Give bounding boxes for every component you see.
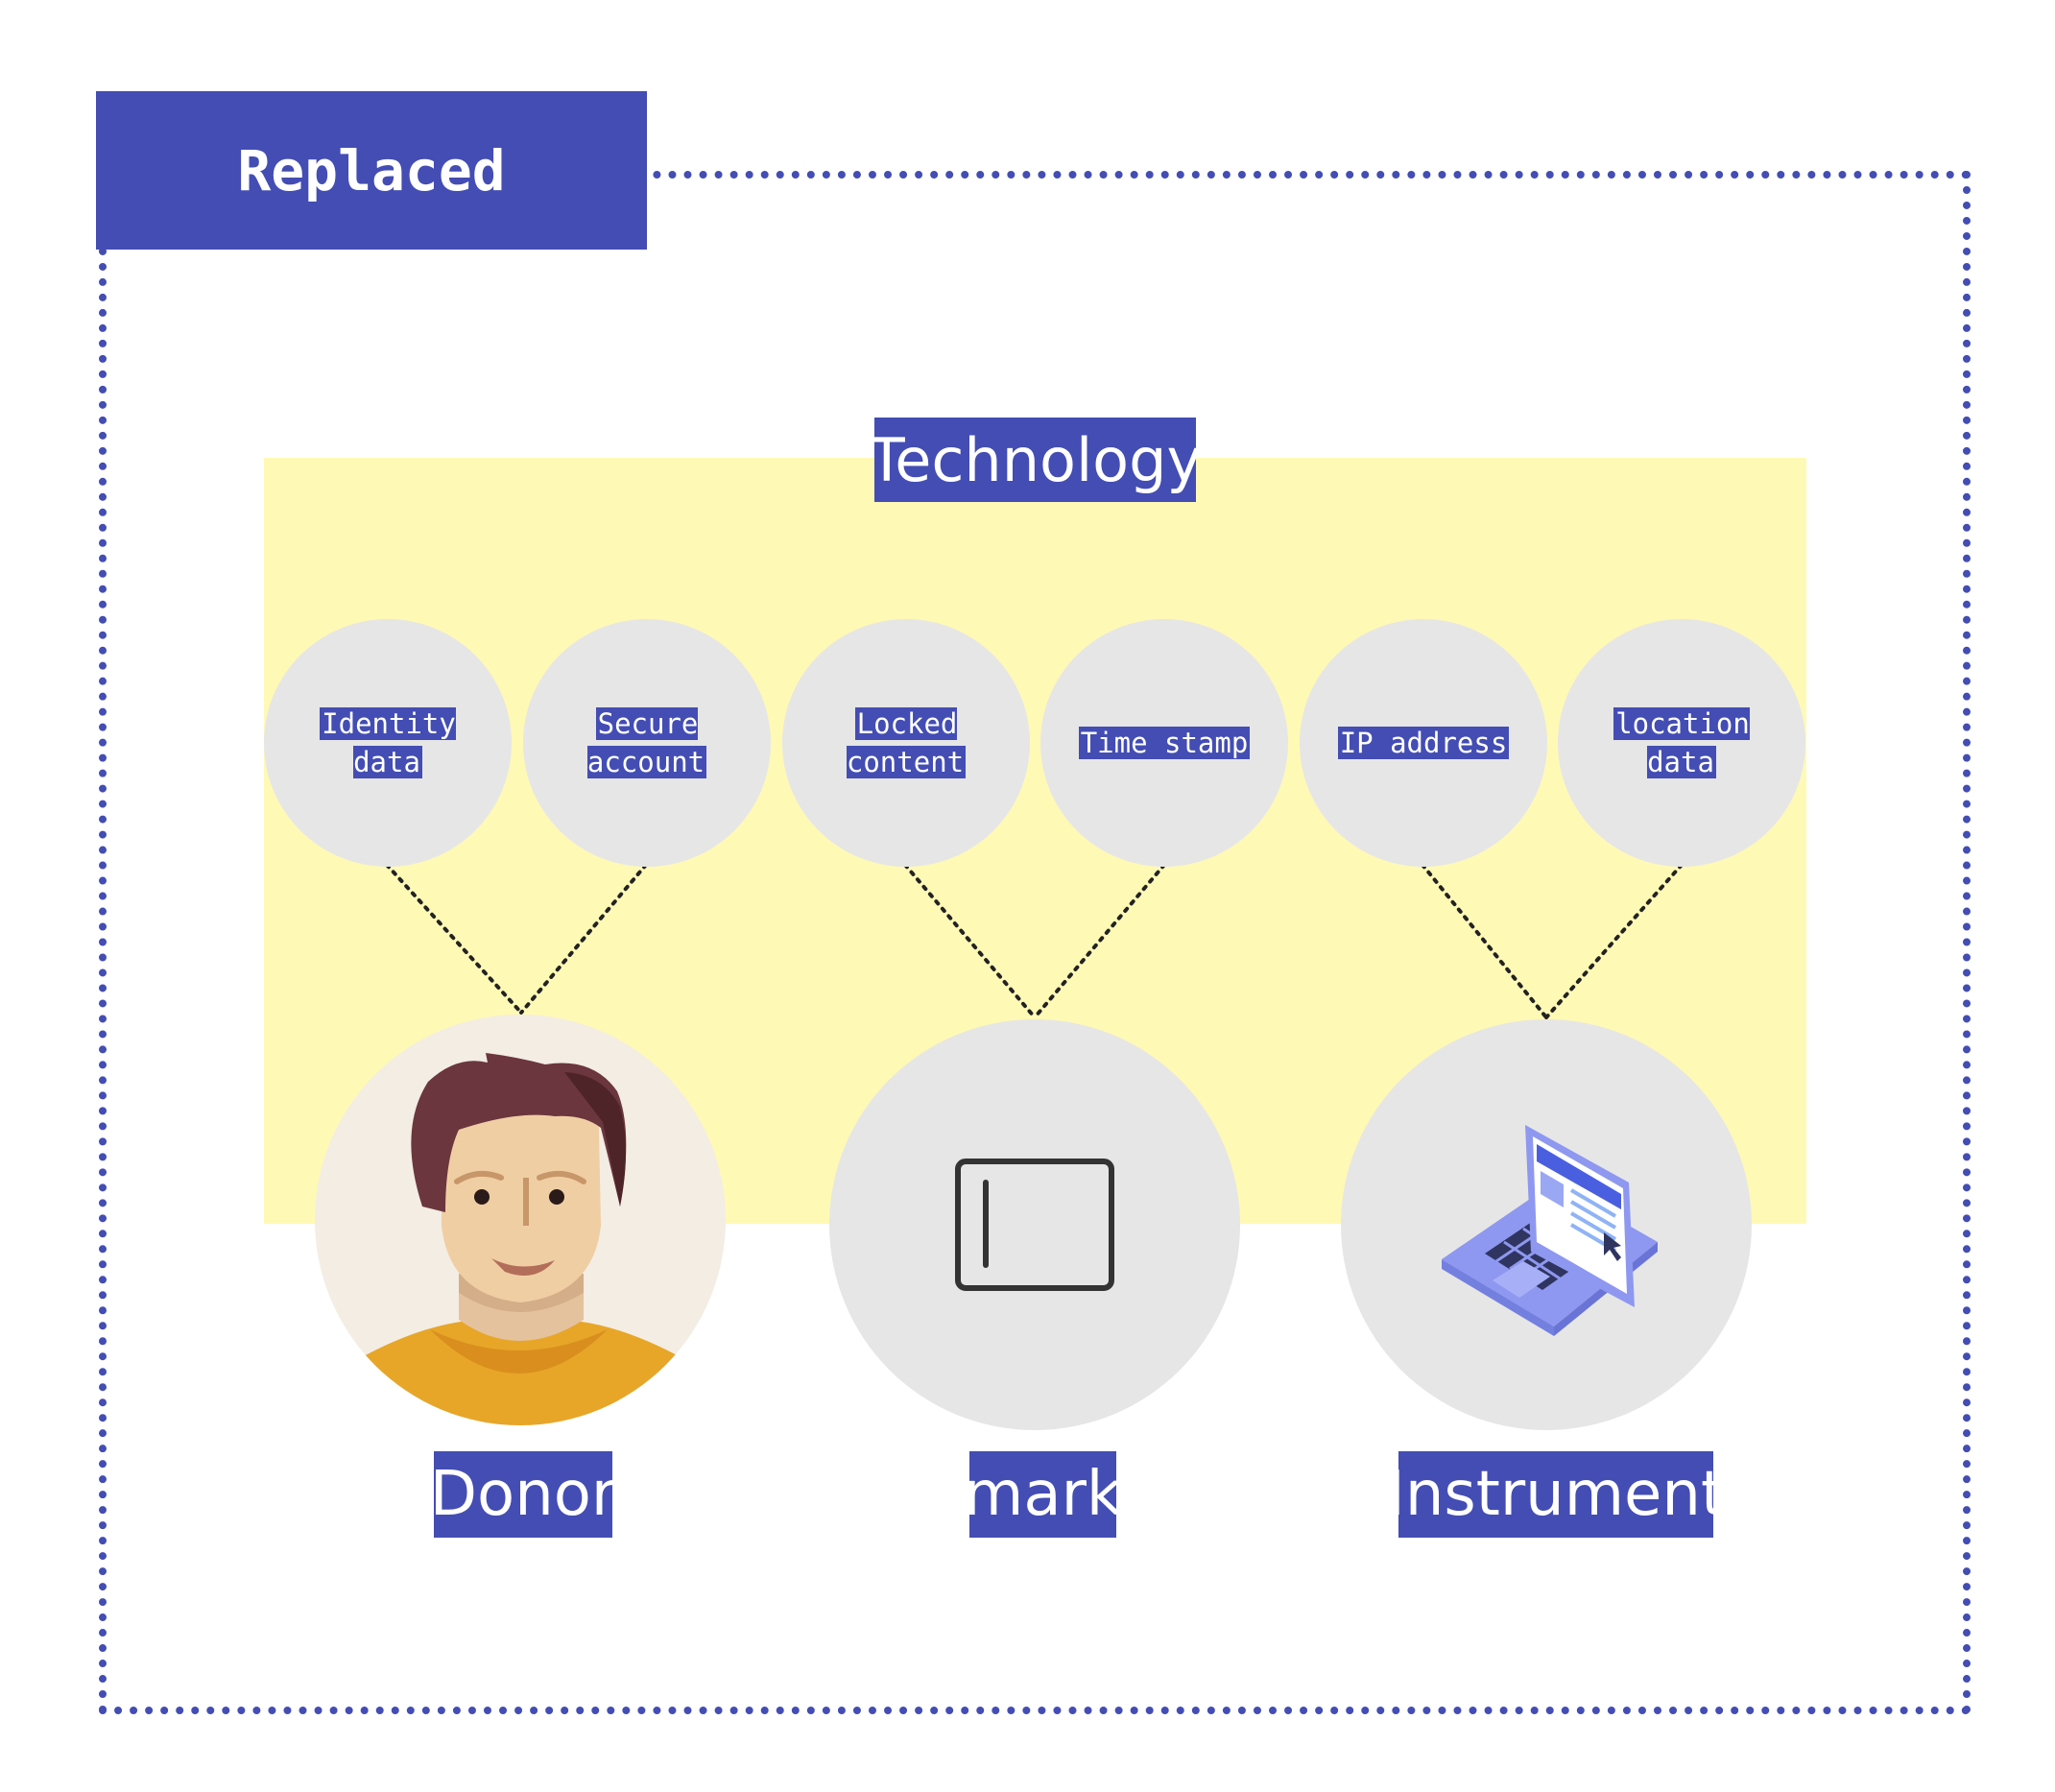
connector-location-instrument — [1544, 863, 1684, 1019]
connector-timestamp-mark — [1033, 863, 1166, 1019]
data-node-label: Locked content — [846, 707, 967, 778]
connector-identity-donor — [385, 863, 523, 1015]
mark-label-text: mark — [964, 1459, 1122, 1530]
donor-label-text: Donor — [429, 1459, 617, 1530]
data-node-label: Secure account — [586, 707, 707, 778]
data-node-time-stamp: Time stamp — [1040, 619, 1288, 867]
mark-node — [829, 1019, 1240, 1430]
data-node-locked-content: Locked content — [782, 619, 1030, 867]
donor-label: Donor — [430, 1451, 616, 1538]
technology-label: Technology — [869, 418, 1202, 502]
replaced-header: Replaced — [96, 91, 647, 250]
laptop-icon — [1442, 1125, 1658, 1336]
data-node-label: location data — [1613, 707, 1750, 778]
connector-ip-instrument — [1421, 863, 1548, 1019]
donor-node — [315, 1015, 726, 1425]
data-node-label: Time stamp — [1078, 727, 1251, 759]
data-node-location-data: location data — [1558, 619, 1805, 867]
person-avatar-icon — [344, 1053, 699, 1425]
technology-label-text: Technology — [868, 424, 1203, 495]
instrument-label-text: Instrument — [1386, 1459, 1726, 1530]
data-node-identity: Identity data — [264, 619, 512, 867]
data-node-label: Identity data — [320, 707, 456, 778]
mark-label: mark — [964, 1451, 1122, 1538]
data-node-ip-address: IP address — [1300, 619, 1547, 867]
data-node-secure-account: Secure account — [523, 619, 771, 867]
data-node-label: IP address — [1337, 727, 1510, 759]
connector-locked-mark — [903, 863, 1037, 1019]
instrument-node — [1341, 1019, 1752, 1430]
tablet-icon — [955, 1159, 1114, 1291]
connector-secure-donor — [519, 863, 648, 1015]
replaced-boundary — [99, 171, 1971, 1714]
replaced-title: Replaced — [237, 137, 506, 203]
instrument-label: Instrument — [1387, 1451, 1725, 1538]
